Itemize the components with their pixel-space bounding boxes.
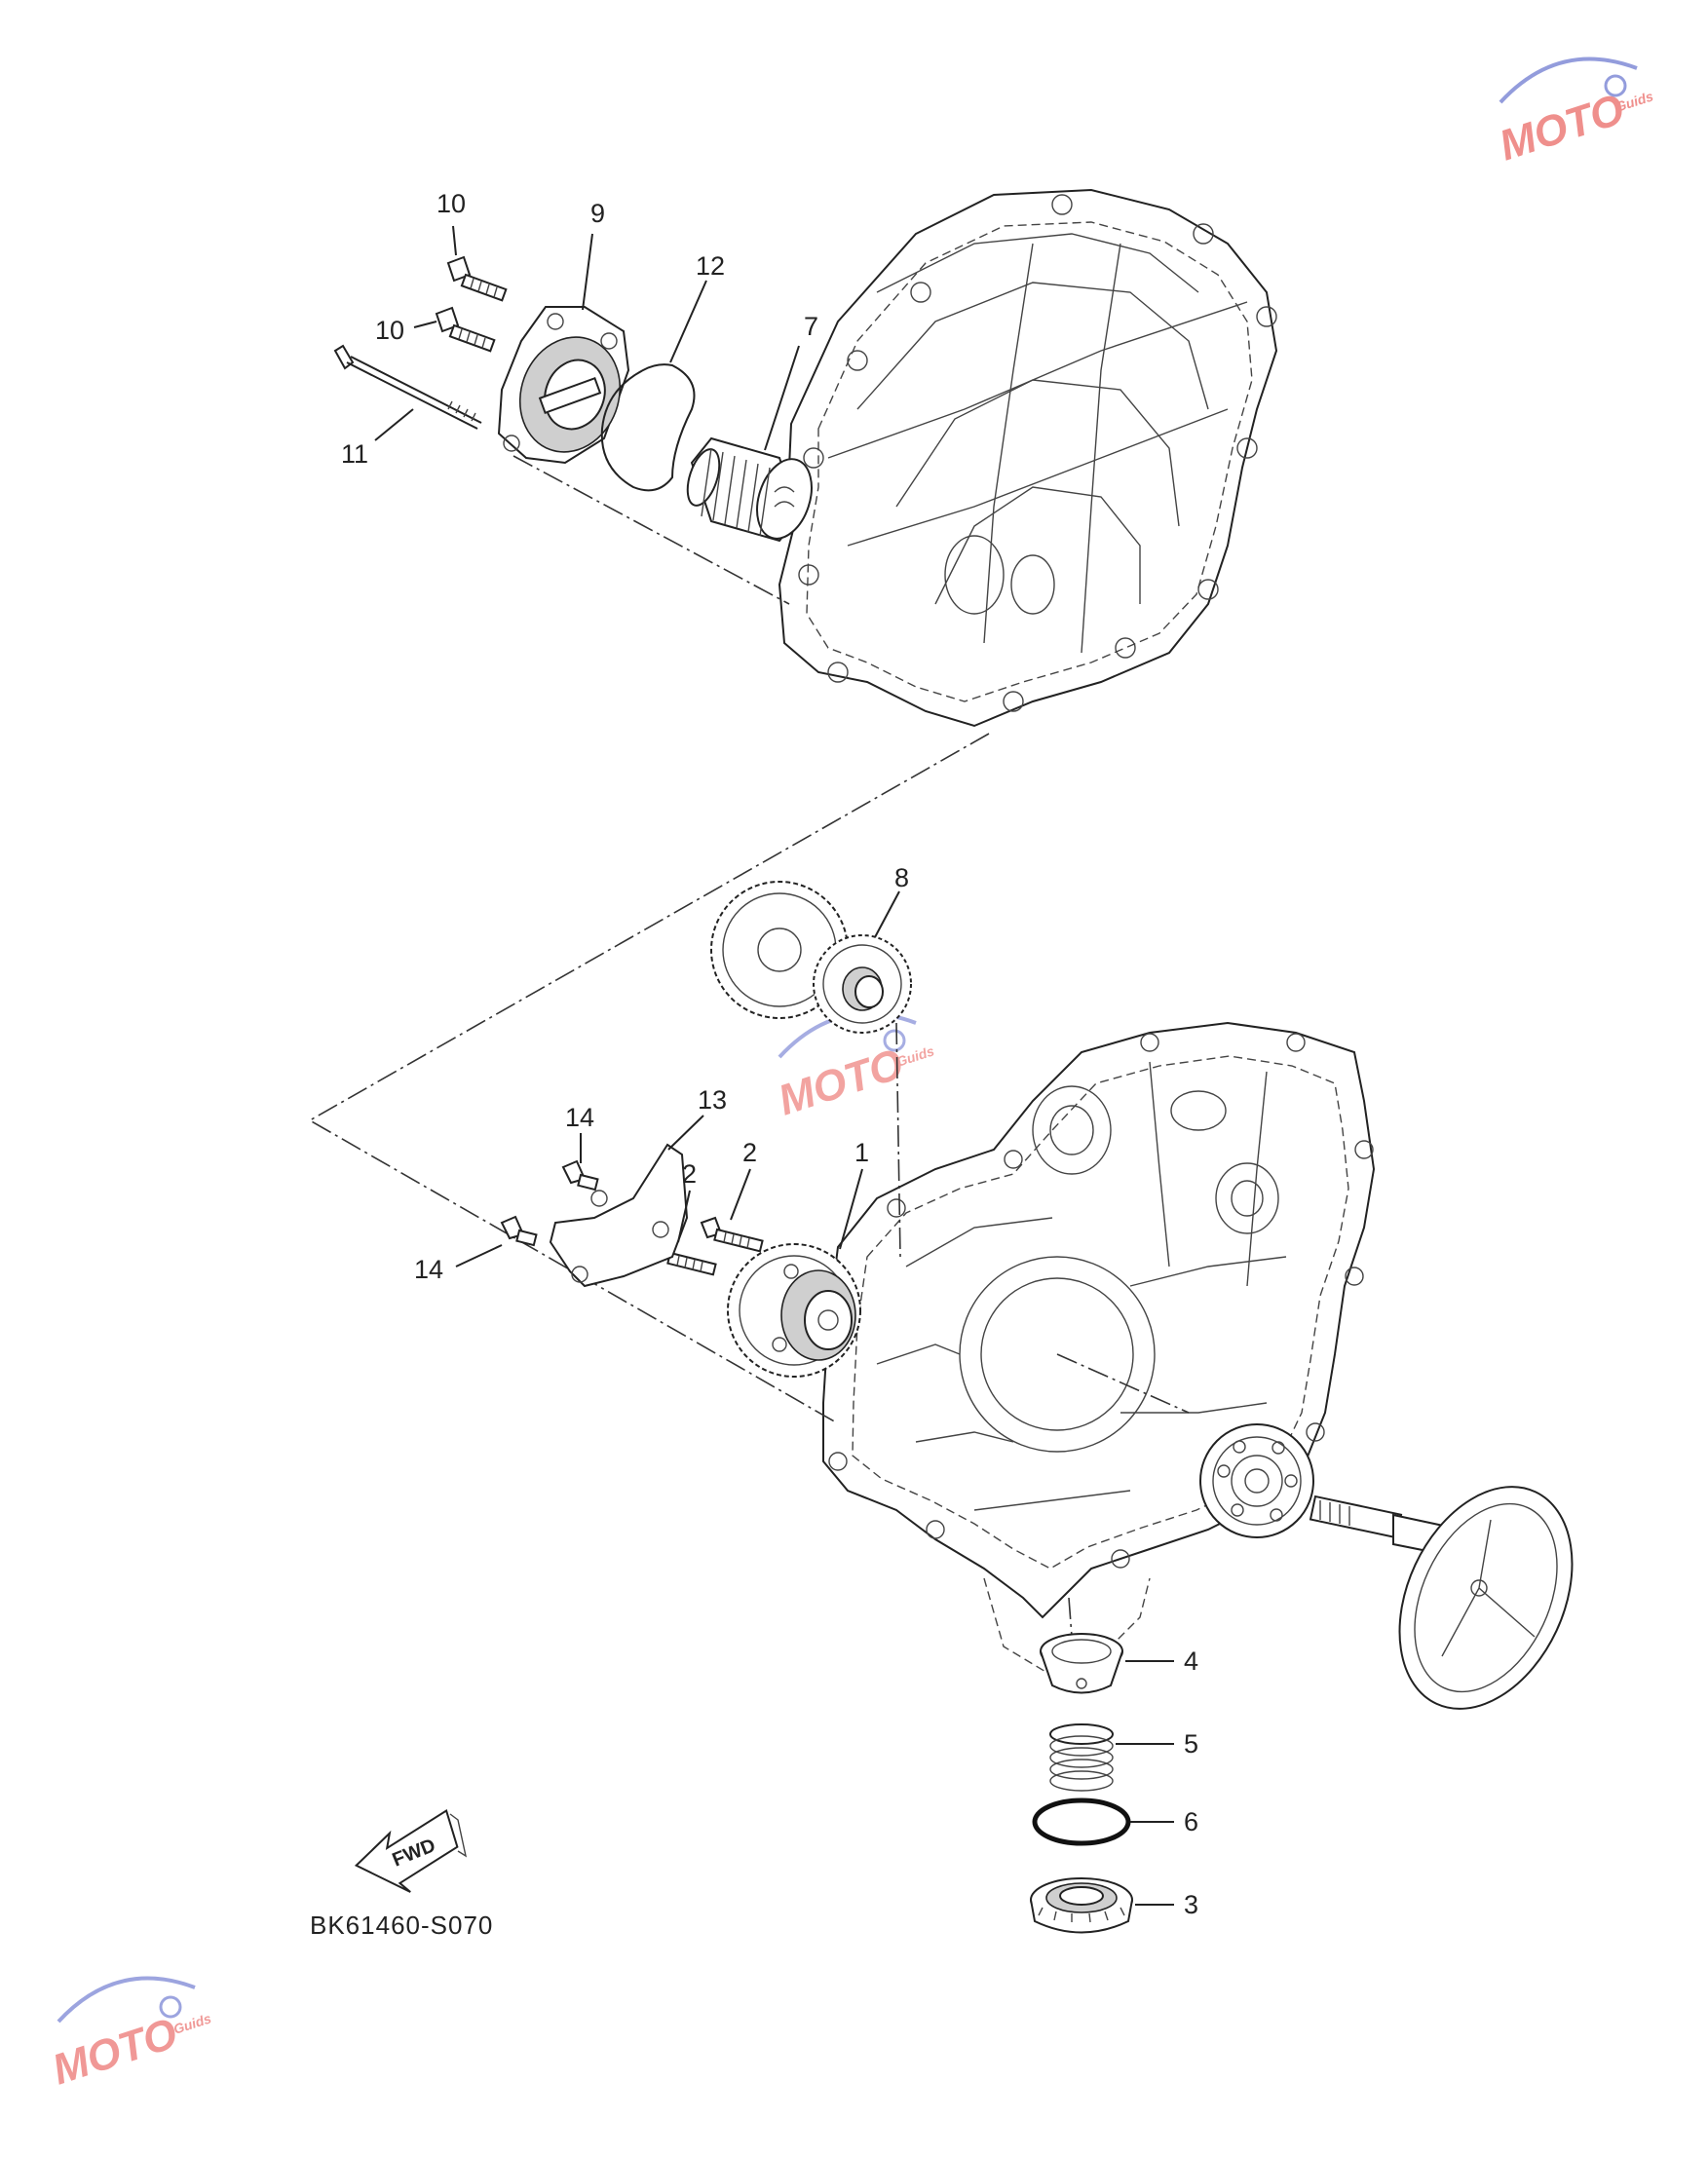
- watermark-brand: MOTO: [773, 1040, 909, 1124]
- callout-3: 3: [1184, 1890, 1198, 1919]
- crankcase-lower: [822, 1021, 1376, 1677]
- part-3-plug: [1030, 1877, 1133, 1934]
- callout-8: 8: [894, 863, 909, 892]
- callout-11: 11: [341, 439, 368, 469]
- crankcase-cover-upper: [778, 188, 1278, 728]
- part-6-o-ring: [1032, 1798, 1131, 1846]
- gear-icon: [159, 1995, 182, 2019]
- callout-labels: 10 9 12 10 7 11 8 13 14 2 2 1 14 4 5 6 3: [341, 189, 1198, 1919]
- bearing: [1199, 1423, 1314, 1538]
- watermark-sub: Guids: [1613, 88, 1655, 115]
- watermark-top-right: MOTO Guids: [1494, 57, 1655, 170]
- part-1-oil-pump-assy: [727, 1243, 861, 1378]
- callout-6: 6: [1184, 1807, 1198, 1836]
- watermark-bottom-left: MOTO Guids: [47, 1976, 213, 2095]
- callout-7: 7: [804, 312, 818, 341]
- fwd-arrow-icon: FWD: [354, 1808, 468, 1893]
- callout-14: 14: [414, 1255, 443, 1284]
- callout-5: 5: [1184, 1729, 1198, 1759]
- callout-12: 12: [696, 251, 725, 281]
- part-11-long-bolt: [333, 344, 482, 430]
- part-10-bolt-lower: [435, 306, 496, 353]
- callout-9: 9: [590, 199, 605, 228]
- part-4-strainer: [1040, 1633, 1123, 1694]
- part-9-filter-cover: [497, 306, 630, 465]
- gear-icon: [883, 1029, 906, 1052]
- part-7-oil-filter: [686, 436, 813, 543]
- part-8-oil-pump-drive-gear: [710, 881, 912, 1034]
- callout-14: 14: [565, 1103, 594, 1132]
- callout-13: 13: [698, 1085, 727, 1115]
- leader-lines: [374, 225, 1174, 1906]
- part-14-screw-lower: [500, 1215, 538, 1247]
- crankshaft-flywheel: [1309, 1486, 1574, 1710]
- part-10-bolt-upper: [446, 255, 508, 302]
- assembly-lines: [308, 455, 1190, 1638]
- watermark-brand: MOTO: [47, 2009, 183, 2094]
- callout-1: 1: [854, 1138, 869, 1167]
- part-14-screw-upper: [561, 1159, 599, 1192]
- callout-10: 10: [375, 316, 404, 345]
- callout-2: 2: [742, 1138, 757, 1167]
- part-12-gasket: [600, 363, 696, 492]
- callout-2: 2: [682, 1159, 697, 1189]
- gear-icon: [1604, 74, 1627, 97]
- callout-4: 4: [1184, 1646, 1198, 1676]
- part-2-bolt-upper: [700, 1216, 764, 1253]
- diagram-code: BK61460-S070: [310, 1911, 493, 1940]
- part-5-spring: [1049, 1723, 1114, 1792]
- watermark-brand: MOTO: [1494, 85, 1630, 170]
- callout-10: 10: [436, 189, 466, 218]
